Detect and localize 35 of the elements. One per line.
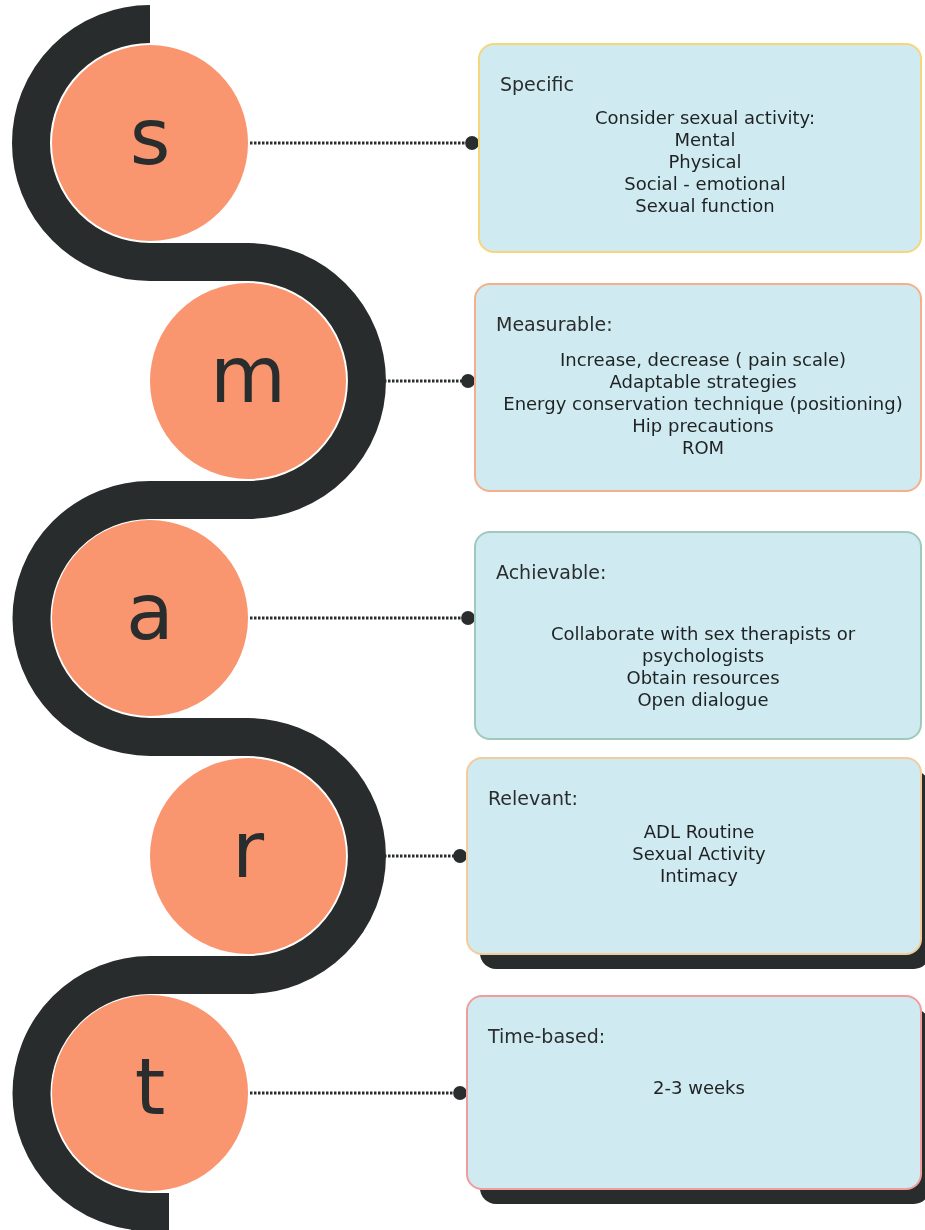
card-text: ROM: [680, 436, 726, 459]
card-text: ADL Routine: [642, 821, 756, 843]
card-text: Consider sexual activity:: [593, 107, 816, 129]
card-heading: Relevant:: [488, 787, 579, 809]
card-text: Open dialogue: [636, 688, 770, 711]
dotted-connector: [250, 1086, 467, 1100]
letter: s: [129, 98, 171, 176]
letter: a: [126, 573, 174, 651]
card-text: Increase, decrease ( pain scale): [559, 349, 847, 371]
card-heading: Specific: [500, 73, 575, 95]
card-text: Hip precautions: [631, 414, 775, 437]
card-text: Physical: [667, 150, 743, 173]
letter: r: [231, 811, 265, 889]
text-card: [478, 43, 922, 253]
dotted-connector: [250, 611, 475, 625]
card-text: Adaptable strategies: [608, 370, 798, 393]
dotted-connector: [250, 136, 479, 150]
card-text: Sexual function: [634, 194, 776, 217]
card-text: Collaborate with sex therapists or psychologists: [549, 623, 857, 667]
text-card: [466, 757, 922, 955]
card-text: Social - emotional: [623, 172, 787, 195]
card-heading: Time-based:: [488, 1025, 607, 1047]
card-text: Energy conservation technique (positioning): [502, 392, 904, 415]
card-text: Sexual Activity: [631, 842, 767, 865]
card-text: 2-3 weeks: [652, 1077, 746, 1099]
letter: m: [210, 336, 286, 414]
text-card: [466, 995, 922, 1190]
card-text: Mental: [673, 128, 737, 151]
text-card: [474, 283, 922, 492]
card-text: Obtain resources: [625, 666, 781, 689]
text-card: [474, 531, 922, 740]
card-heading: Achievable:: [496, 561, 608, 583]
card-heading: Measurable:: [496, 313, 614, 335]
letter: t: [134, 1048, 166, 1126]
card-text: Intimacy: [659, 864, 739, 887]
